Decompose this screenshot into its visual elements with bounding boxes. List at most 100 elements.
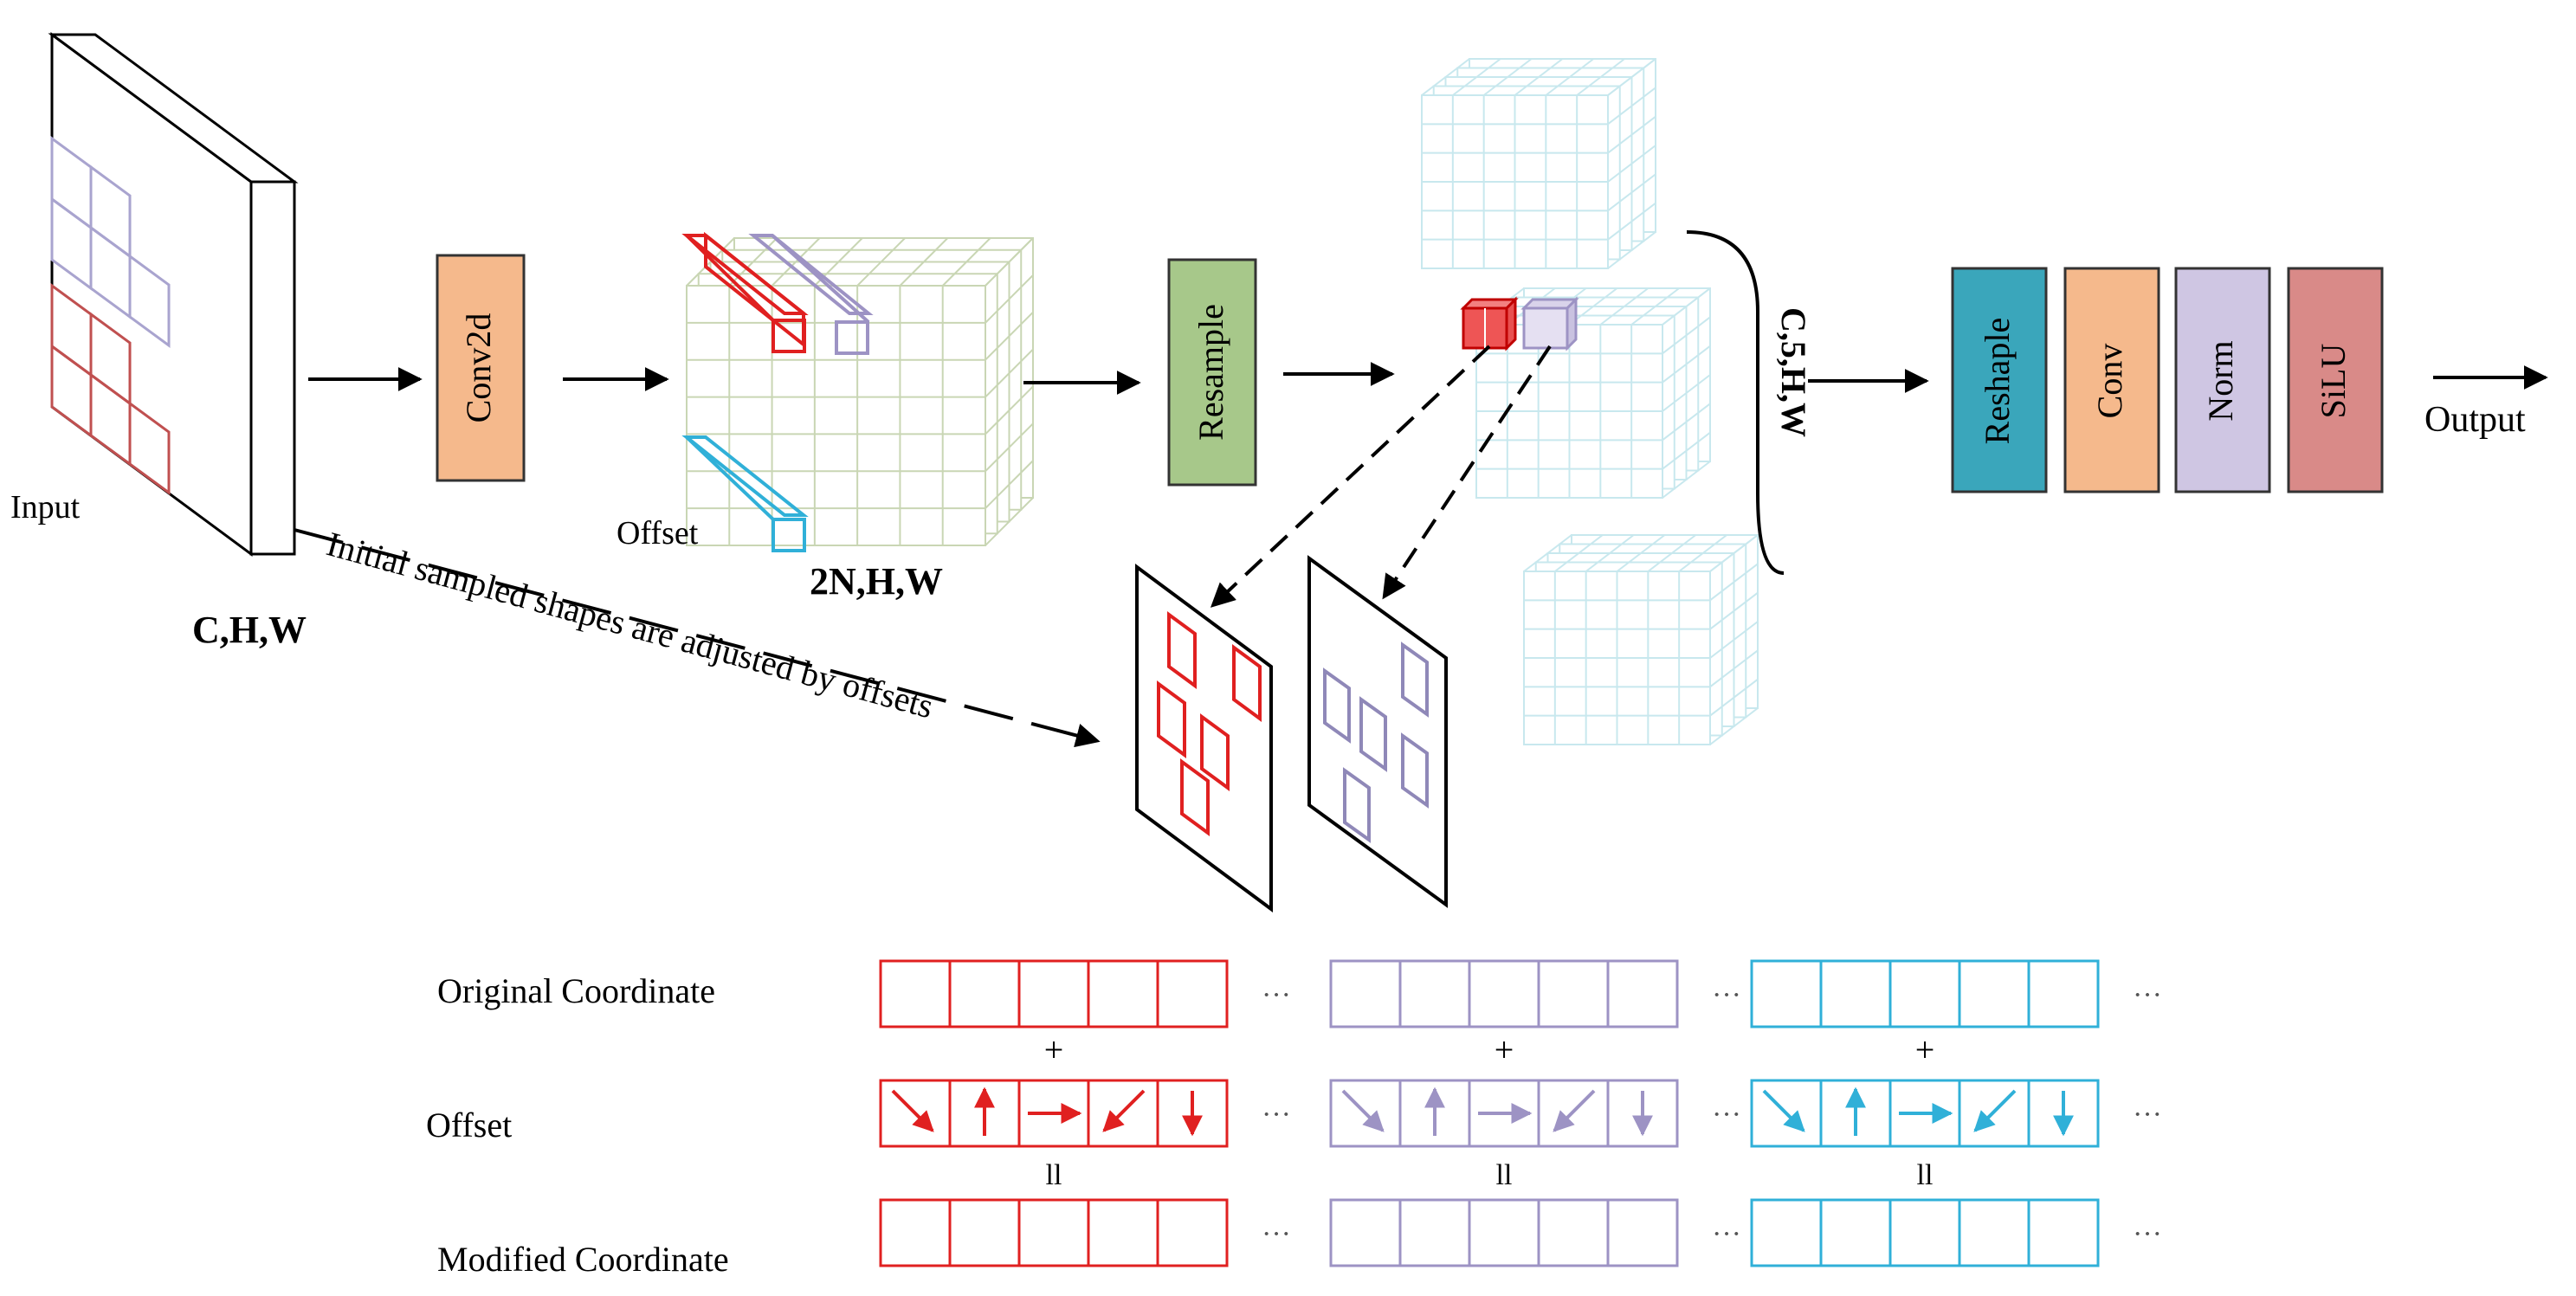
dashed-arrow-icon xyxy=(1210,345,1491,608)
coord-cell xyxy=(948,1198,1021,1267)
offset-cube xyxy=(681,231,1034,552)
coord-row-cyan-original xyxy=(1750,959,2100,1028)
plus-label: + xyxy=(1495,1030,1514,1069)
coord-cell xyxy=(1819,1198,1892,1267)
coord-cell xyxy=(948,959,1021,1028)
coord-row-purple-original xyxy=(1329,959,1679,1028)
ellipsis-label: ··· xyxy=(2133,1218,2162,1250)
coord-cell xyxy=(1606,1198,1679,1267)
offset-shape-label: 2N,H,W xyxy=(810,560,943,603)
bracket xyxy=(1686,230,1785,575)
coord-cell xyxy=(2027,959,2100,1028)
coord-cell xyxy=(1958,1198,2030,1267)
ellipsis-label: ··· xyxy=(1262,1218,1291,1250)
row-label-offset: Offset xyxy=(426,1106,512,1144)
coord-cell xyxy=(1606,959,1679,1028)
offset-arrow-icon xyxy=(1102,1089,1146,1132)
plus-label: + xyxy=(1044,1030,1064,1069)
coord-row-purple-offset xyxy=(1329,1079,1679,1148)
stacked-feature-cubes xyxy=(1421,58,1759,745)
ellipsis-label: ··· xyxy=(1712,1218,1741,1250)
coord-cell xyxy=(1468,959,1540,1028)
coord-cell xyxy=(1017,959,1090,1028)
ellipsis-label: ··· xyxy=(1712,979,1741,1011)
equals-label: ll xyxy=(1917,1159,1934,1191)
resample-label: Resample xyxy=(1191,304,1230,441)
sampling-plane-red xyxy=(1135,564,1273,912)
equals-label: ll xyxy=(1046,1159,1062,1191)
coord-cell xyxy=(1398,959,1471,1028)
offset-arrow-icon xyxy=(1762,1089,1805,1132)
plus-label: + xyxy=(1915,1030,1935,1069)
coord-cell xyxy=(1750,959,1823,1028)
conv-label: Conv xyxy=(2090,344,2129,419)
coord-cell xyxy=(879,1198,952,1267)
silu-label: SiLU xyxy=(2314,344,2353,419)
stack-cube-bottom xyxy=(1523,534,1759,745)
coord-cell xyxy=(1329,959,1402,1028)
equals-label: ll xyxy=(1496,1159,1513,1191)
output-label: Output xyxy=(2424,400,2526,440)
row-label-original: Original Coordinate xyxy=(437,971,715,1010)
ellipsis-label: ··· xyxy=(2133,979,2162,1011)
coord-cell xyxy=(1750,1198,1823,1267)
offset-arrow-icon xyxy=(891,1089,934,1132)
offset-arrow-icon xyxy=(1973,1089,2017,1132)
coord-row-cyan-offset xyxy=(1750,1079,2100,1148)
stack-cube-middle xyxy=(1475,287,1711,499)
ellipsis-label: ··· xyxy=(1262,1099,1291,1131)
offset-bar-cyan xyxy=(681,435,809,552)
coord-cell xyxy=(1087,1198,1159,1267)
input-shape-label: C,H,W xyxy=(192,609,307,651)
ellipsis-label: ··· xyxy=(2133,1099,2162,1131)
dashed-arrow-icon xyxy=(1382,345,1552,600)
offset-feature-grid xyxy=(686,237,1034,546)
coord-row-cyan-modified xyxy=(1750,1198,2100,1267)
input-tensor xyxy=(48,32,299,557)
coord-cell xyxy=(1958,959,2030,1028)
coord-cell xyxy=(1156,959,1229,1028)
sample-cube-purple xyxy=(1520,296,1579,351)
input-label: Input xyxy=(10,489,81,525)
coordinate-table: ··· ··· ··· + ll ··· ··· ··· + ll ··· ··· ··· + ll xyxy=(879,959,2162,1267)
coord-cell xyxy=(1888,959,1961,1028)
silu-block xyxy=(2287,267,2384,493)
norm-label: Norm xyxy=(2201,340,2240,421)
offset-arrow-icon xyxy=(1553,1089,1596,1132)
coord-cell xyxy=(1087,959,1159,1028)
input-kernel-purple xyxy=(50,136,171,348)
coord-cell xyxy=(1537,1198,1610,1267)
coord-cell xyxy=(879,959,952,1028)
offset-bar-red xyxy=(681,231,809,353)
offset-arrow-icon xyxy=(1341,1089,1385,1132)
reshape-label: Reshaple xyxy=(1978,318,2017,445)
coord-row-red-modified xyxy=(879,1198,1229,1267)
coord-cell xyxy=(1819,959,1892,1028)
conv-block xyxy=(2063,267,2160,493)
conv2d-label: Conv2d xyxy=(459,313,498,423)
ellipsis-label: ··· xyxy=(1712,1099,1741,1131)
resample-block xyxy=(1167,258,1257,487)
stack-shape-label: C,5,H,W xyxy=(1774,307,1813,437)
sample-cube-red xyxy=(1460,296,1519,351)
coord-cell xyxy=(1888,1198,1961,1267)
coord-row-red-original xyxy=(879,959,1229,1028)
coord-row-red-offset xyxy=(879,1079,1229,1148)
row-label-modified: Modified Coordinate xyxy=(437,1240,729,1279)
sampling-plane-purple xyxy=(1307,555,1448,908)
ellipsis-label: ··· xyxy=(1262,979,1291,1011)
dashed-note-label: Initial sampled shapes are adjusted by o… xyxy=(323,524,938,725)
conv2d-block xyxy=(436,254,526,482)
coord-cell xyxy=(1468,1198,1540,1267)
norm-block xyxy=(2174,267,2271,493)
coord-cell xyxy=(1329,1198,1402,1267)
offset-label: Offset xyxy=(617,515,699,551)
offset-bar-purple xyxy=(748,234,874,355)
coord-cell xyxy=(1537,959,1610,1028)
coord-row-purple-modified xyxy=(1329,1198,1679,1267)
coord-cell xyxy=(2027,1198,2100,1267)
coord-cell xyxy=(1398,1198,1471,1267)
coord-cell xyxy=(1156,1198,1229,1267)
